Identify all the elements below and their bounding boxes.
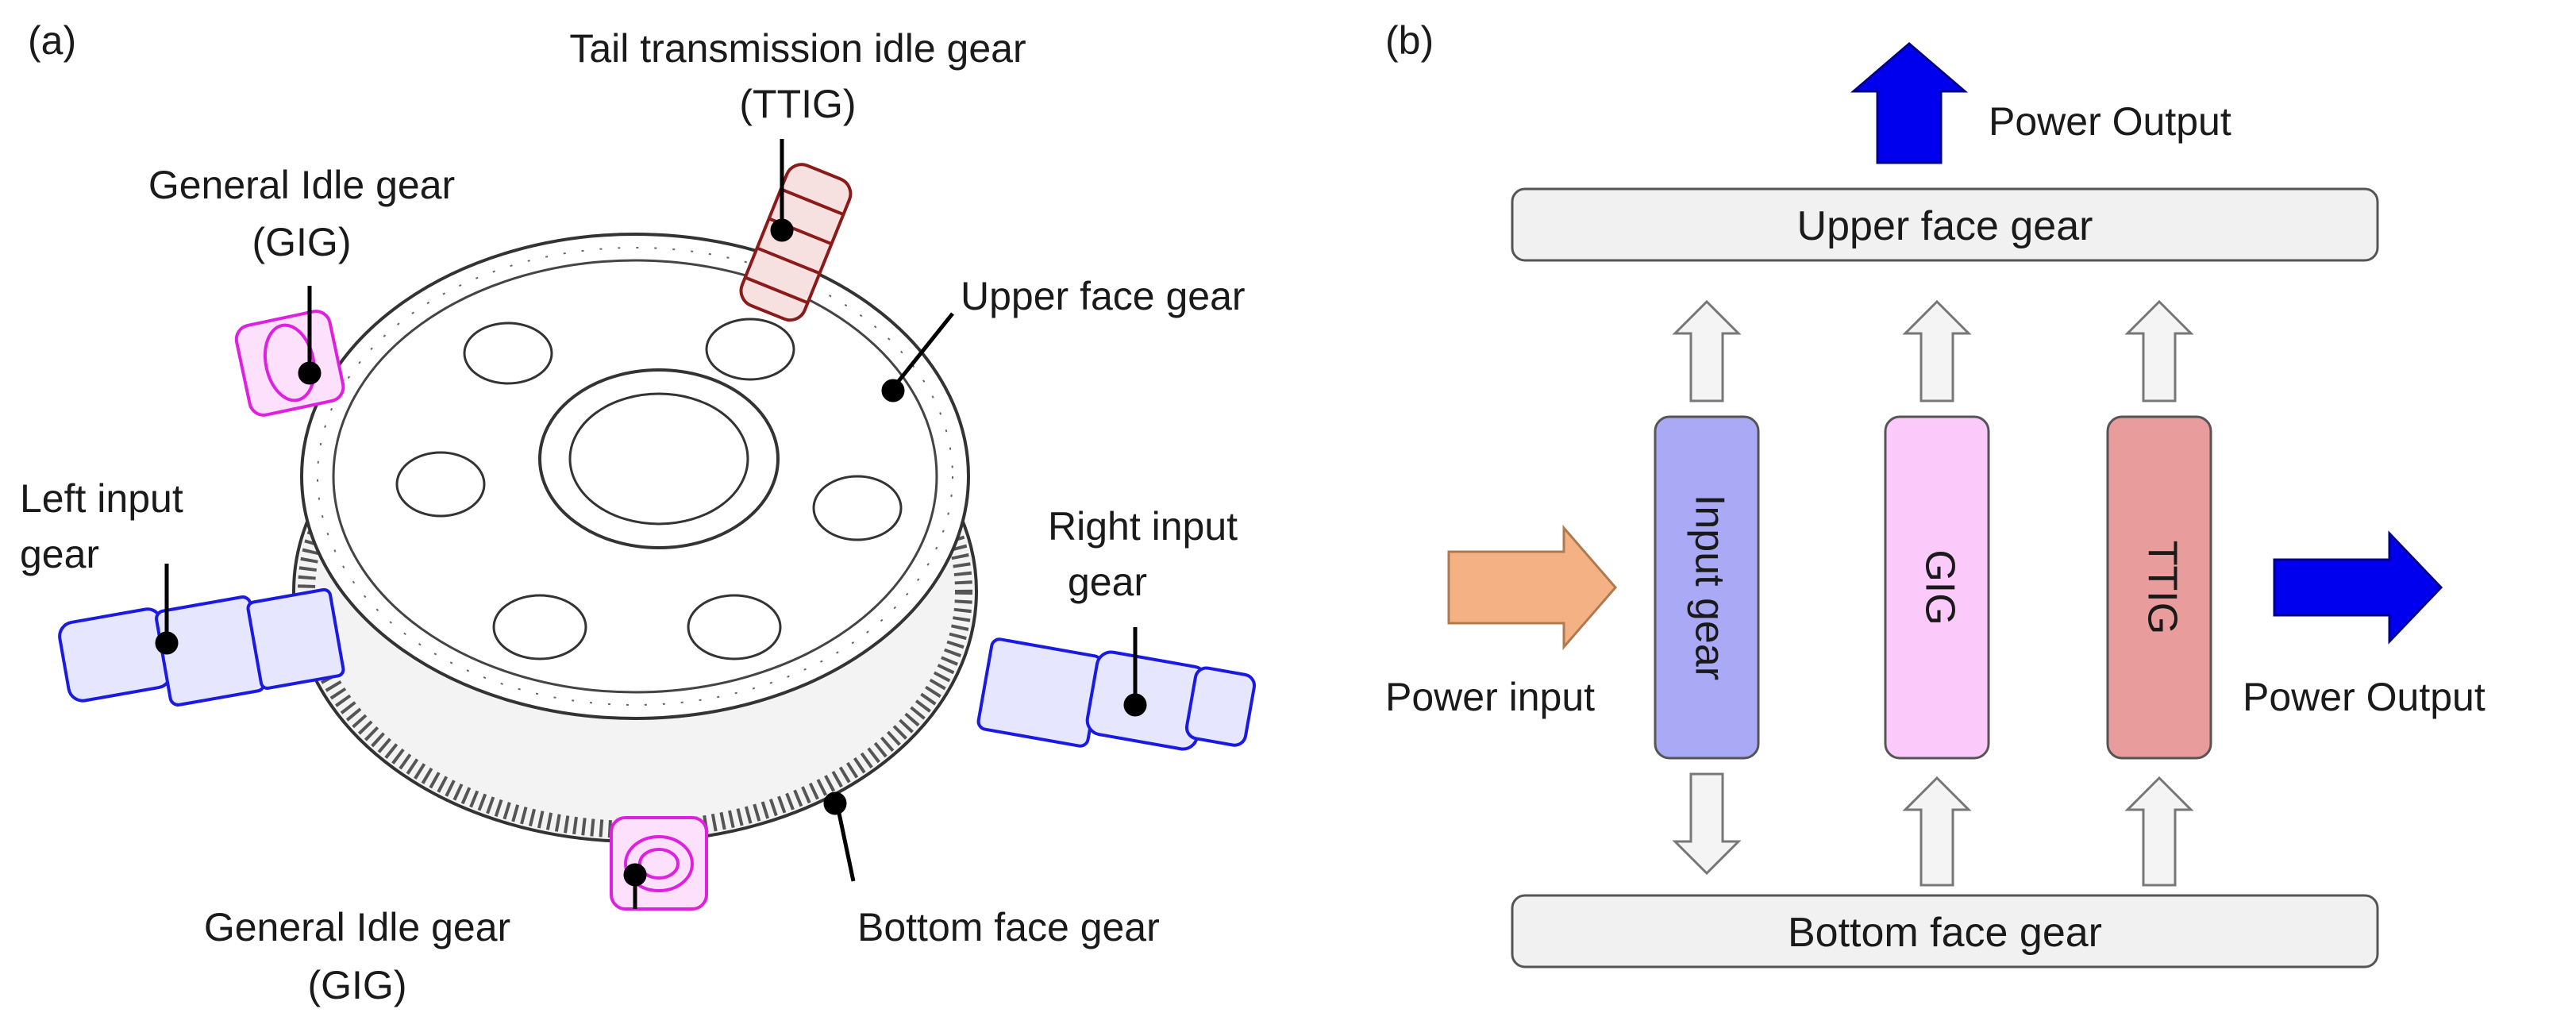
lightening-hole — [812, 475, 903, 541]
bottom-face-gear-box — [1511, 894, 2379, 968]
left-input-gear-shape — [58, 587, 345, 707]
ttig-box-label: TTIG — [2139, 541, 2185, 634]
upper-face-gear-box-label: Upper face gear — [1797, 203, 2093, 249]
input-gear-box-label: Input gear — [1686, 495, 1732, 680]
gig-top-label-line1: General Idle gear — [148, 163, 455, 207]
gig-box-label: GIG — [1916, 549, 1962, 625]
upper-face-gear-label: Upper face gear — [961, 274, 1246, 318]
power-output-arrow-up — [1850, 42, 1969, 164]
bottom-face-gear-label: Bottom face gear — [857, 905, 1160, 949]
power-output-top-label: Power Output — [1989, 99, 2231, 144]
lightening-hole — [705, 318, 795, 381]
hollow-arrow-up-gig — [1902, 299, 1972, 402]
power-input-label: Power input — [1385, 675, 1595, 719]
bottom-face-gear-box-label: Bottom face gear — [1788, 910, 2102, 956]
lightening-hole — [492, 594, 587, 660]
ttig-gear-shape — [739, 163, 853, 322]
hollow-arrow-up-ttig — [2124, 299, 2194, 402]
input-gear-box — [1654, 415, 1760, 760]
leader-lines — [155, 139, 1147, 909]
ttig-label-line1: Tail transmission idle gear — [569, 26, 1026, 71]
power-output-arrow-right — [2273, 530, 2443, 645]
hollow-arrow-up-from-bottom-ttig — [2124, 776, 2194, 887]
power-input-arrow — [1447, 524, 1617, 651]
upper-face-gear-box — [1511, 187, 2379, 262]
panel-b-tag: (b) — [1385, 18, 1434, 63]
gig-bottom-label-line2: (GIG) — [308, 963, 407, 1007]
upper-face-gear-inner-ring — [332, 259, 938, 694]
gig-box — [1884, 415, 1990, 760]
upper-face-gear-rim — [317, 247, 953, 706]
panel-b: (b) Power Output Upper face gear Input g… — [1385, 18, 2486, 968]
gig-bottom-label-line1: General Idle gear — [204, 905, 510, 949]
ttig-label-line2: (TTIG) — [739, 82, 856, 126]
panel-a-tag: (a) — [28, 18, 76, 63]
hollow-arrow-up-input — [1672, 299, 1742, 402]
right-input-label-line2: gear — [1068, 560, 1147, 604]
lightening-hole — [463, 322, 553, 385]
panel-a: (a) — [20, 18, 1257, 1007]
left-input-label-line1: Left input — [20, 476, 183, 521]
hollow-arrow-up-from-bottom-gig — [1902, 776, 1972, 887]
gig-bottom-gear-shape — [610, 816, 708, 911]
ttig-box — [2106, 415, 2212, 760]
gearbox-illustration — [58, 163, 1257, 911]
left-input-label-line2: gear — [20, 532, 99, 576]
gig-top-label-line2: (GIG) — [252, 220, 352, 264]
right-input-gear-shape — [976, 637, 1257, 751]
lightening-hole — [395, 451, 486, 518]
hollow-arrow-down-input — [1672, 772, 1742, 876]
central-hub-inner — [568, 392, 749, 526]
power-output-right-label: Power Output — [2243, 675, 2486, 719]
gig-top-gear-shape — [234, 310, 345, 417]
right-input-label-line1: Right input — [1048, 504, 1238, 549]
lightening-hole — [687, 594, 782, 660]
